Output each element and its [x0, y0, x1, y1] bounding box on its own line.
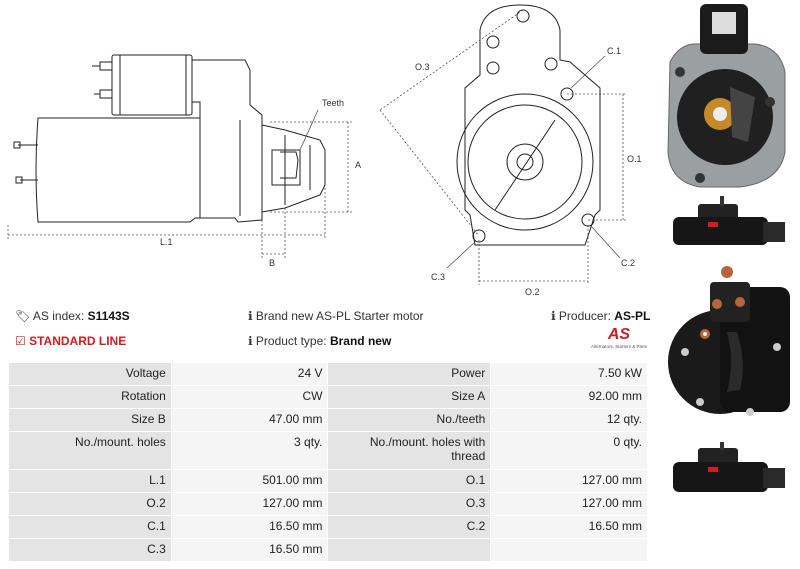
spec-value: 7.50 kW	[491, 363, 647, 385]
front-view-drawing: O.3 C.1 O.1 C.3 C.2 O.2	[379, 4, 642, 297]
product-type-value: Brand new	[329, 334, 392, 348]
spec-value: 3 qty.	[171, 432, 328, 469]
spec-value: 127.00 mm	[491, 470, 647, 492]
logo-tagline: Alternators, Starters & Parts	[590, 344, 648, 349]
dim-c2-label: C.2	[621, 258, 635, 268]
producer: ℹ Producer: AS-PL	[551, 309, 650, 323]
teeth-label: Teeth	[322, 98, 344, 108]
tag-icon: 🏷	[15, 309, 31, 323]
product-type-label: Product type:	[255, 334, 327, 348]
spec-label: L.1	[9, 470, 171, 492]
dim-o1-label: O.1	[627, 154, 642, 164]
product-photo-side	[673, 196, 785, 245]
spec-value: 47.00 mm	[171, 409, 328, 431]
spec-label: Size B	[9, 409, 171, 431]
spec-value: 0 qty.	[491, 432, 647, 469]
as-logo: AS Alternators, Starters & Parts	[588, 326, 650, 356]
spec-label: Power	[328, 363, 491, 385]
spec-value: 501.00 mm	[171, 470, 328, 492]
spec-value: 16.50 mm	[491, 516, 647, 538]
spec-label: C.1	[9, 516, 171, 538]
spec-label: C.3	[9, 539, 171, 561]
spec-value	[491, 539, 647, 561]
info-icon: ℹ	[551, 309, 556, 323]
logo-mark: AS	[607, 326, 631, 343]
spec-label: C.2	[328, 516, 491, 538]
spec-label: O.1	[328, 470, 491, 492]
spec-value: 24 V	[171, 363, 328, 385]
as-index: 🏷 AS index: S1143S	[15, 309, 130, 323]
spec-label: O.3	[328, 493, 491, 515]
spec-value: CW	[171, 386, 328, 408]
dim-l1-label: L.1	[160, 237, 173, 247]
product-photo-side-2	[673, 442, 785, 492]
spec-value: 16.50 mm	[171, 539, 328, 561]
dim-o2-label: O.2	[525, 287, 540, 297]
spec-value: 127.00 mm	[491, 493, 647, 515]
info-icon: ℹ	[248, 334, 253, 348]
product-photo-angle	[668, 266, 790, 416]
spec-label: Size A	[328, 386, 491, 408]
description: ℹ Brand new AS-PL Starter motor	[248, 309, 424, 323]
spec-label: O.2	[9, 493, 171, 515]
description-text: Brand new AS-PL Starter motor	[255, 309, 424, 323]
spec-label: No./teeth	[328, 409, 491, 431]
dim-c1-label: C.1	[607, 46, 621, 56]
spec-value: 92.00 mm	[491, 386, 647, 408]
spec-label: Rotation	[9, 386, 171, 408]
info-icon: ℹ	[248, 309, 253, 323]
spec-value: 16.50 mm	[171, 516, 328, 538]
spec-label	[328, 539, 491, 561]
as-index-label: AS index:	[32, 309, 85, 323]
spec-label: No./mount. holes	[9, 432, 171, 469]
standard-line-text: STANDARD LINE	[29, 334, 127, 348]
spec-label: Voltage	[9, 363, 171, 385]
standard-line: ☑ STANDARD LINE	[15, 334, 126, 348]
producer-value: AS-PL	[614, 309, 651, 323]
side-view-drawing: Teeth A L.1 B	[7, 54, 361, 268]
check-icon: ☑	[15, 334, 26, 348]
product-type: ℹ Product type: Brand new	[248, 334, 391, 348]
product-photo-front	[667, 4, 786, 188]
spec-value: 127.00 mm	[171, 493, 328, 515]
dim-b-label: B	[269, 258, 275, 268]
spec-value: 12 qty.	[491, 409, 647, 431]
as-index-value: S1143S	[87, 309, 130, 323]
dim-c3-label: C.3	[431, 272, 445, 282]
dim-a-label: A	[355, 160, 361, 170]
dim-o3-label: O.3	[415, 62, 430, 72]
producer-label: Producer:	[558, 309, 611, 323]
spec-label: No./mount. holes with thread	[328, 432, 491, 469]
